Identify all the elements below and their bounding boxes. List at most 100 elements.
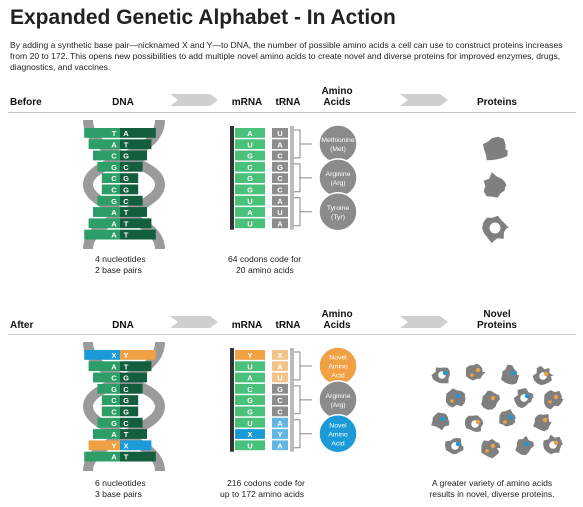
after-protein-caption-2: results in novel, diverse proteins. — [429, 489, 555, 499]
protein-shape — [431, 412, 450, 431]
protein-shape — [481, 390, 500, 410]
dna-base-right — [120, 150, 147, 161]
dna-base-right — [120, 207, 147, 217]
dna-base-label: X — [111, 351, 116, 360]
dna-base-label: T — [124, 140, 129, 149]
amino-acid-label: (Arg) — [330, 402, 345, 409]
protein-shape — [483, 136, 508, 161]
trna-base — [272, 417, 288, 428]
dna-base-label: C — [123, 197, 129, 206]
novel-amino-fleck — [524, 393, 530, 399]
dna-base-label: G — [123, 152, 129, 161]
dna-base-label: A — [111, 140, 117, 149]
mrna-base — [235, 218, 265, 229]
trna-base — [272, 150, 288, 161]
before-dna-header: DNA — [112, 97, 134, 108]
novel-amino-fleck — [475, 419, 481, 425]
trna-base — [272, 139, 288, 150]
dna-base-label: C — [123, 163, 129, 172]
arrow-icon — [170, 94, 218, 106]
dna-base-label: G — [111, 385, 117, 394]
dna-base-label: C — [123, 385, 129, 394]
dna-base-left — [88, 139, 120, 150]
dna-base-right — [120, 429, 147, 439]
trna-base-label: C — [277, 174, 283, 183]
after-dna-caption-2: 3 base pairs — [95, 489, 142, 499]
trna-base-label: U — [277, 129, 282, 138]
dna-base-left — [93, 150, 120, 161]
dna-base-left — [97, 417, 120, 428]
dna-base-label: T — [124, 231, 129, 240]
after-dna-header: DNA — [112, 320, 134, 331]
dna-base-label: T — [124, 453, 129, 462]
amino-acid-label: Amino — [328, 431, 347, 438]
trna-base-label: A — [277, 362, 283, 371]
connector-line — [294, 385, 312, 415]
dna-base-right — [120, 184, 139, 195]
mrna-base-label: C — [247, 385, 253, 394]
dna-base-label: A — [111, 219, 117, 228]
dna-base-left — [97, 383, 120, 394]
mrna-base-label: A — [247, 208, 253, 217]
dna-base-label: C — [111, 174, 117, 183]
dna-base-label: A — [111, 362, 117, 371]
trna-base — [272, 361, 288, 372]
before-codon-caption-2: 20 amino acids — [236, 265, 294, 275]
dna-base-left — [97, 161, 120, 172]
trna-base — [272, 395, 288, 405]
dna-base-right — [120, 128, 156, 138]
dna-base-left — [93, 429, 120, 439]
connector-line — [294, 419, 312, 449]
amino-acid-label: Tyroine — [327, 205, 350, 212]
novel-amino-fleck — [548, 400, 552, 404]
amino-acid-label: (Met) — [330, 146, 346, 153]
dna-base-right — [120, 440, 152, 451]
amino-acid-label: Amino — [328, 363, 347, 370]
protein-shape — [446, 388, 466, 408]
dna-base-label: G — [123, 408, 129, 417]
dna-base-label: X — [123, 441, 128, 450]
dna-base-label: A — [111, 208, 117, 217]
before-proteins-header: Proteins — [476, 97, 517, 108]
mrna-base — [235, 417, 265, 428]
after-protein-caption-1: A greater variety of amino acids — [431, 478, 553, 488]
trna-base — [272, 207, 288, 217]
mrna-base — [235, 429, 265, 439]
mrna-base-label: A — [247, 129, 253, 138]
novel-amino-fleck — [470, 373, 474, 377]
trna-base-label: A — [277, 197, 283, 206]
dna-base-label: A — [123, 129, 129, 138]
dna-base-label: T — [124, 208, 129, 217]
dna-base-left — [84, 128, 120, 138]
after-codon-caption-1: 216 codons code for — [227, 478, 305, 488]
dna-base-left — [93, 207, 120, 217]
before-dna-caption-2: 2 base pairs — [95, 265, 142, 275]
trna-base-label: U — [277, 208, 282, 217]
novel-amino-fleck — [442, 370, 448, 376]
trna-base — [272, 372, 288, 383]
trna-base-label: Y — [277, 430, 282, 439]
dna-base-label: T — [124, 219, 129, 228]
before-mrna-header: mRNA — [231, 97, 263, 108]
mrna-base-label: U — [247, 197, 252, 206]
dna-base-left — [88, 440, 120, 451]
mrna-base-label: G — [247, 174, 253, 183]
trna-base-label: A — [277, 419, 283, 428]
before-codon-caption-1: 64 codons code for — [228, 254, 302, 264]
protein-shape — [533, 413, 552, 432]
mrna-backbone — [230, 126, 234, 230]
dna-base-right — [120, 161, 143, 172]
dna-base-label: G — [111, 419, 117, 428]
trna-base — [272, 350, 288, 360]
dna-base-left — [84, 451, 120, 462]
dna-base-right — [120, 383, 143, 394]
novel-amino-fleck — [508, 414, 514, 420]
novel-amino-fleck — [542, 417, 548, 423]
mrna-base — [235, 350, 265, 360]
after-row-label: After — [10, 320, 34, 331]
protein-shape — [515, 435, 535, 456]
dna-base-right — [120, 350, 156, 360]
trna-base — [272, 440, 288, 451]
mrna-base — [235, 139, 265, 150]
novel-amino-fleck — [553, 394, 559, 400]
